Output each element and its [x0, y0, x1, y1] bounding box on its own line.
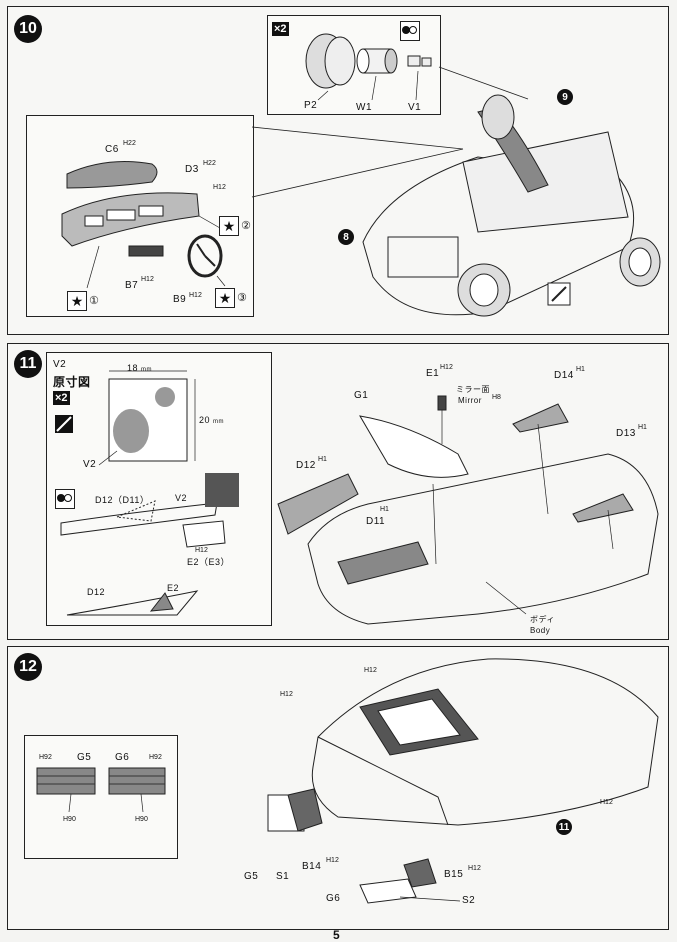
inset-title: V2 [53, 359, 67, 370]
part-label-b14: B14 [302, 861, 322, 872]
part-label-b9: B9 [173, 294, 187, 305]
part-label-g5: G5 [244, 871, 259, 882]
quantity-badge: ×2 [53, 391, 70, 405]
dim-height: 20 mm [199, 415, 224, 425]
part-label-g1: G1 [354, 390, 369, 401]
dim-width-value: 18 [127, 363, 139, 373]
star-icon: ★ [67, 291, 87, 311]
part-label-b15: B15 [444, 869, 464, 880]
step-number-12: 12 [14, 653, 42, 681]
paint-code-h12: H12 [195, 547, 208, 554]
part-label-p2: P2 [304, 100, 318, 111]
paint-code-b7: H12 [141, 276, 154, 283]
part-label-v1: V1 [408, 102, 422, 113]
part-label-d12-d11: D12（D11） [95, 495, 150, 505]
paint-code-e1: H12 [440, 364, 453, 371]
wheel-inset-box: ×2 P2 W1 V1 [267, 15, 441, 115]
part-label-e2-e3: E2（E3） [187, 557, 231, 567]
paint-code-b15: H12 [468, 865, 481, 872]
callout-2: ② [241, 220, 251, 232]
part-label-d3: D3 [185, 164, 199, 175]
star-icon: ★ [219, 216, 239, 236]
part-label-b7: B7 [125, 280, 139, 291]
paint-code-dash: H12 [213, 184, 226, 191]
paint-code-d3: H22 [203, 160, 216, 167]
paint-code-c6: H22 [123, 140, 136, 147]
paint-code-d13: H1 [638, 424, 647, 431]
body-label-jp: ボディ [530, 615, 555, 624]
paint-code-d11: H1 [380, 506, 389, 513]
part-label-c6: C6 [105, 144, 119, 155]
paint-code-mirror: H8 [492, 394, 501, 401]
rear-body-drawing [267, 658, 659, 904]
paint-icon [400, 21, 420, 41]
part-label-s1: S1 [276, 871, 290, 882]
wheel-parts-drawing [305, 33, 432, 101]
paint-code-h90b: H90 [135, 816, 148, 823]
callout-1: ① [89, 295, 99, 307]
dim-width: 18 mm [127, 363, 152, 373]
dashboard-inset-box: C6 H22 D3 H22 H12 B7 H12 B9 H12 ★ ① ★ ② … [26, 115, 254, 317]
part-label-d12: D12 [296, 460, 316, 471]
quantity-badge: ×2 [272, 22, 289, 36]
paint-code-d12: H1 [318, 456, 327, 463]
paint-code-h12-top: H12 [364, 667, 377, 674]
part-label-g6: G6 [326, 893, 341, 904]
mirror-label-en: Mirror [458, 396, 482, 405]
mirror-label-jp: ミラー面 [456, 385, 490, 394]
paint-code-d14: H1 [576, 366, 585, 373]
part-label-d14: D14 [554, 370, 574, 381]
part-label-w1: W1 [356, 102, 372, 113]
page-number: 5 [333, 928, 340, 942]
decal-label-v2: V2 [83, 459, 97, 470]
part-label-g5: G5 [77, 752, 92, 763]
dim-unit: mm [213, 419, 225, 425]
part-label-d11: D11 [366, 516, 386, 527]
paint-code-h12-right: H12 [600, 799, 613, 806]
grille-inset-box: H92 G5 G6 H92 H90 H90 [24, 735, 178, 859]
step-number-11: 11 [14, 350, 42, 378]
ref-number-11: 11 [556, 819, 572, 835]
decal-inset-box: V2 原寸図 ×2 18 mm 20 mm V2 D12（D11） V2 H12… [46, 352, 272, 626]
step-number-10: 10 [14, 15, 42, 43]
dashboard-drawing [61, 161, 228, 289]
decal-label-v2b: V2 [175, 493, 188, 503]
star-icon: ★ [215, 288, 235, 308]
part-label-e1: E1 [426, 368, 440, 379]
body-interior-drawing [277, 395, 659, 625]
paint-code-h90a: H90 [63, 816, 76, 823]
paint-code-b9: H12 [189, 292, 202, 299]
part-label-d13: D13 [616, 428, 636, 439]
dim-height-value: 20 [199, 415, 211, 425]
chassis-drawing [251, 66, 661, 317]
inset-subtitle: 原寸図 [53, 375, 91, 389]
step-10-panel: 10 ×2 P2 W1 V1 [7, 6, 669, 335]
step-12-panel: 12 H92 G5 G6 H92 H90 H90 H12 H12 H12 11 … [7, 646, 669, 930]
paint-code-b14: H12 [326, 857, 339, 864]
part-label-s2: S2 [462, 895, 476, 906]
dim-unit: mm [141, 367, 153, 373]
callout-3: ③ [237, 292, 247, 304]
grille-drawing [36, 767, 166, 813]
ref-number-9: 9 [557, 89, 573, 105]
part-label-d12: D12 [87, 587, 106, 597]
paint-code-h92a: H92 [39, 754, 52, 761]
paint-code-h12-left: H12 [280, 691, 293, 698]
part-label-e2: E2 [167, 583, 180, 593]
decal-scale-drawing [55, 370, 239, 616]
part-label-g6: G6 [115, 752, 130, 763]
body-label-en: Body [530, 626, 551, 635]
ref-number-8: 8 [338, 229, 354, 245]
step-11-panel: 11 V2 原寸図 ×2 18 mm 20 mm V2 D12（D11） V2 … [7, 343, 669, 640]
paint-icon [55, 489, 75, 509]
paint-code-h92b: H92 [149, 754, 162, 761]
